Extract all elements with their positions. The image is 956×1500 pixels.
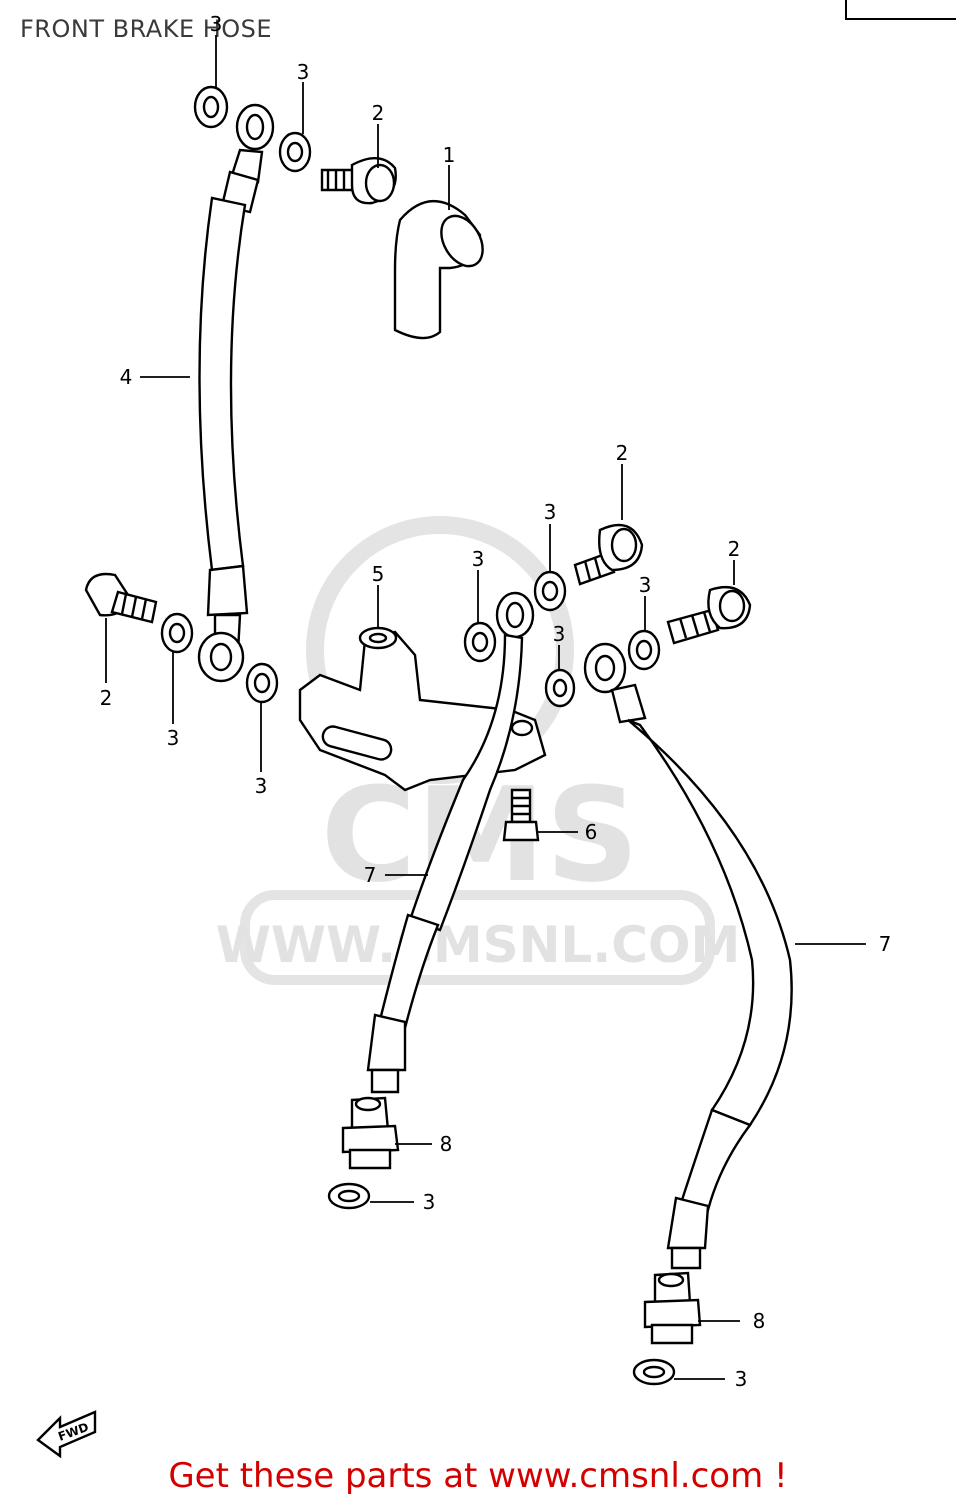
- callout-3: 3: [544, 500, 557, 524]
- callouts: 3 3 2 1 4 2 3 2 3 5 3 3 2 3 3 6 7 7 8 3 …: [100, 12, 892, 1391]
- callout-1: 1: [443, 143, 456, 167]
- diagram-title: FRONT BRAKE HOSE: [20, 15, 273, 43]
- part-4-hose[interactable]: [197, 103, 275, 683]
- callout-3: 3: [297, 60, 310, 84]
- callout-3: 3: [255, 774, 268, 798]
- callout-3: 3: [210, 12, 223, 36]
- part-2-bolt-right[interactable]: [666, 585, 752, 645]
- part-7-hose-left[interactable]: [366, 591, 535, 1094]
- part-8-fitting-left[interactable]: [341, 1096, 400, 1170]
- part-7-hose-right[interactable]: [583, 642, 793, 1270]
- callout-3: 3: [553, 622, 566, 646]
- callout-2: 2: [728, 537, 741, 561]
- part-1-cap[interactable]: [393, 200, 491, 340]
- callout-2: 2: [616, 441, 629, 465]
- callout-7: 7: [879, 932, 892, 956]
- callout-8: 8: [440, 1132, 453, 1156]
- callout-3: 3: [423, 1190, 436, 1214]
- callout-3: 3: [472, 547, 485, 571]
- watermark: CMS WWW.CMSNL.COM: [216, 516, 741, 985]
- part-6-bolt[interactable]: [502, 788, 540, 842]
- part-2-bolt-mid[interactable]: [573, 523, 644, 586]
- footer-link[interactable]: Get these parts at www.cmsnl.com !: [168, 1456, 788, 1496]
- callout-3: 3: [167, 726, 180, 750]
- callout-8: 8: [753, 1309, 766, 1333]
- callout-6: 6: [585, 820, 598, 844]
- callout-2: 2: [100, 686, 113, 710]
- callout-2: 2: [372, 101, 385, 125]
- watermark-url: WWW.CMSNL.COM: [216, 916, 741, 974]
- leader-lines: [105, 35, 866, 1380]
- part-8-fitting-right[interactable]: [643, 1271, 702, 1345]
- callout-3: 3: [639, 573, 652, 597]
- part-2-bolt-top[interactable]: [320, 157, 397, 205]
- callout-3: 3: [735, 1367, 748, 1391]
- frame-corner: [845, 0, 956, 20]
- callout-7: 7: [364, 863, 377, 887]
- callout-5: 5: [372, 562, 385, 586]
- part-2-bolt-left[interactable]: [84, 572, 158, 624]
- fwd-arrow-icon: FWD: [36, 1410, 97, 1459]
- callout-4: 4: [120, 365, 133, 389]
